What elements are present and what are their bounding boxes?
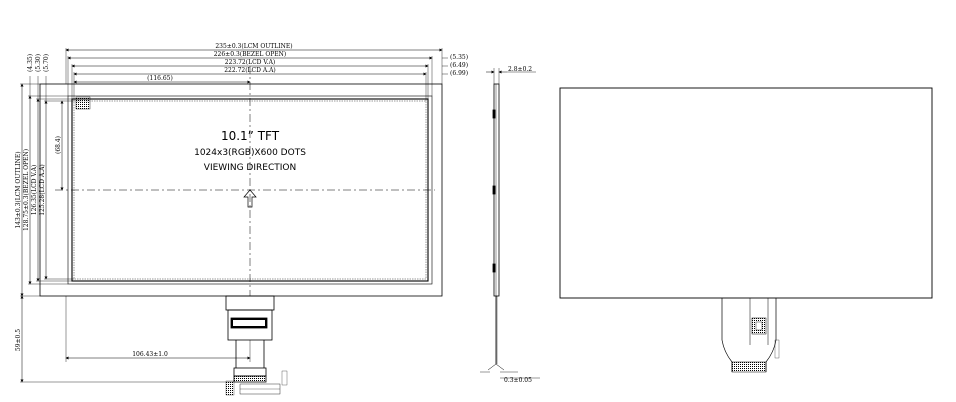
viewing-direction-arrow xyxy=(243,189,257,208)
dim-center-offset: (116.65) xyxy=(147,75,173,82)
dim-bezel-open-width: 226±0.3(BEZEL OPEN) xyxy=(214,51,287,58)
dim-lcm-outline-width: 235±0.3(LCM OUTLINE) xyxy=(215,43,292,50)
dim-lcm-outline-height: 143±0.3(LCM OUTLINE) xyxy=(15,151,22,228)
dim-fpc-thickness: 0.3±0.05 xyxy=(504,377,532,384)
rear-fpc xyxy=(721,298,780,373)
panel-resolution: 1024x3(RGB)X600 DOTS xyxy=(194,148,306,158)
dim-left-top-3: (5.70) xyxy=(43,54,50,72)
pixel-corner xyxy=(75,96,91,110)
dim-right-1: (5.35) xyxy=(450,54,468,61)
front-view xyxy=(20,48,448,396)
dim-lcd-va-height: 126.35(LCD V.A) xyxy=(31,165,38,216)
dim-lcd-aa-height: 125.28(LCD A.A) xyxy=(39,164,46,216)
dim-fpc-length: 59±0.5 xyxy=(15,329,22,351)
side-view-labels: 2.8±0.2 0.3±0.05 xyxy=(504,66,532,384)
dim-left-top-1: (4.35) xyxy=(27,54,34,72)
dim-left-top-2: (5.30) xyxy=(35,54,42,72)
dim-right-3: (6.99) xyxy=(450,70,468,77)
panel-size-title: 10.1” TFT xyxy=(221,129,280,143)
dim-center-height: (68.4) xyxy=(55,136,62,154)
dim-lcd-va-width: 223.72(LCD V.A) xyxy=(225,59,276,66)
dim-lcd-aa-width: 222.72(LCD A.A) xyxy=(224,67,276,74)
dim-thickness: 2.8±0.2 xyxy=(508,66,532,73)
side-view xyxy=(480,68,540,379)
rear-view xyxy=(559,87,933,373)
fpc-tail xyxy=(225,295,288,396)
rear-outline xyxy=(559,87,933,299)
dim-right-2: (6.49) xyxy=(450,62,468,69)
dim-bezel-open-height: 128.75±0.3(BEZEL OPEN) xyxy=(23,149,30,231)
viewing-direction-label: VIEWING DIRECTION xyxy=(204,163,296,173)
dim-fpc-offset: 106.43±1.0 xyxy=(132,351,168,358)
front-view-labels: 235±0.3(LCM OUTLINE) 226±0.3(BEZEL OPEN)… xyxy=(15,43,468,358)
